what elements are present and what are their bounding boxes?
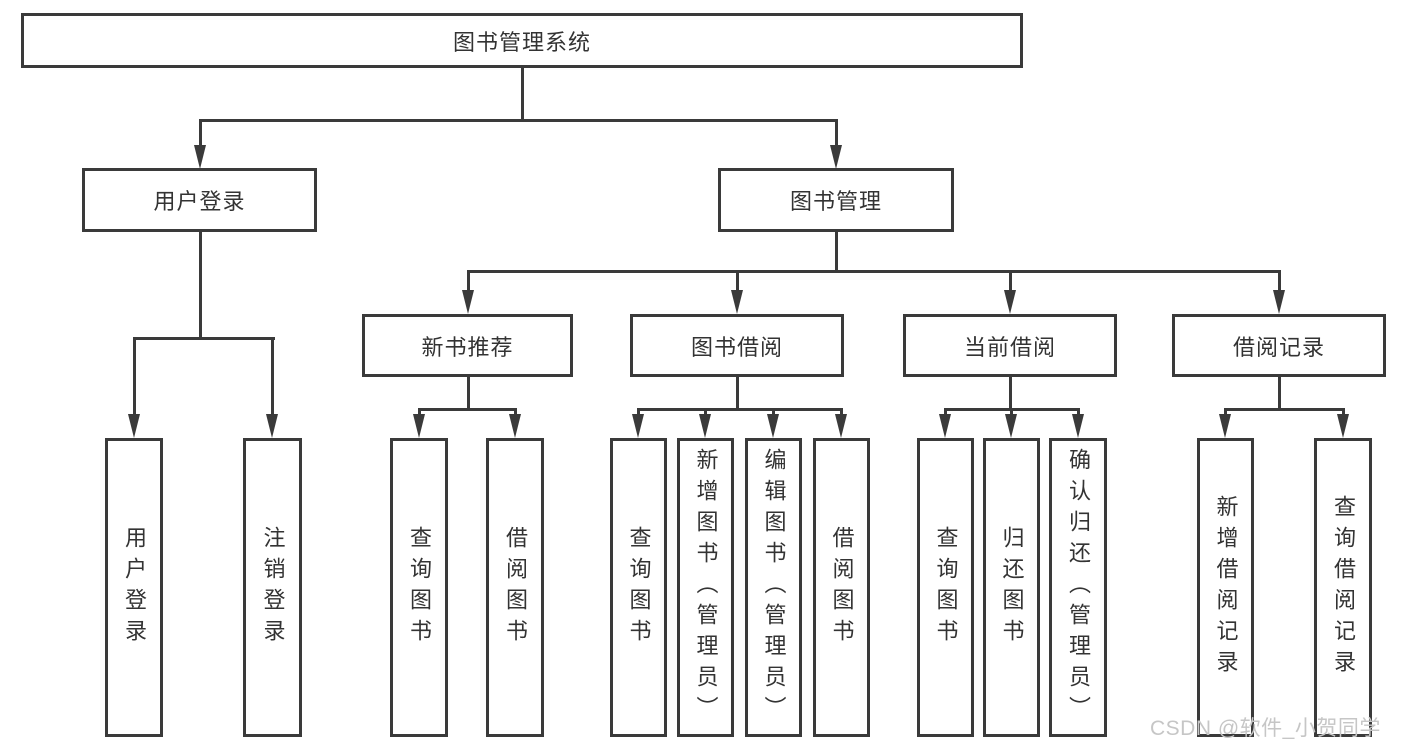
arrowhead-down-icon [412, 414, 425, 438]
arrowhead-down-icon [1336, 414, 1349, 438]
connector-shaft [1341, 408, 1345, 416]
connector-current-borrow-stem [1008, 377, 1012, 409]
connector-user-login-bus [132, 337, 275, 340]
arrowhead-down-icon [461, 290, 474, 314]
node-library-management-system: 图书管理系统 [21, 13, 1023, 68]
connector-shaft [417, 408, 421, 416]
connector-book-borrow-stem [735, 377, 739, 409]
connector-shaft [1277, 270, 1281, 292]
connector-shaft [1076, 408, 1080, 416]
leaf-user-login: 用户登录 [105, 438, 163, 737]
arrowhead-down-icon [835, 414, 847, 438]
arrowhead-down-icon [1219, 414, 1231, 438]
connector-root-bus [198, 119, 838, 122]
node-borrowing-records: 借阅记录 [1172, 314, 1386, 377]
connector-shaft [271, 337, 274, 415]
connector-shaft [637, 408, 640, 416]
connector-book-mgmt-bus [466, 270, 1281, 273]
arrowhead-down-icon [193, 145, 206, 169]
arrowhead-down-icon [632, 414, 644, 438]
leaf-return-books: 归还图书 [983, 438, 1040, 737]
connector-shaft [735, 270, 739, 292]
arrowhead-down-icon [1003, 290, 1016, 314]
connector-new-books-bus [417, 408, 517, 411]
arrowhead-down-icon [1071, 414, 1084, 438]
connector-book-mgmt-stem [834, 232, 838, 271]
leaf-add-books-admin: 新增图书（管理员） [677, 438, 734, 737]
arrowhead-down-icon [127, 414, 140, 438]
arrowhead-down-icon [266, 414, 278, 438]
connector-shaft [513, 408, 517, 416]
arrowhead-down-icon [699, 414, 711, 438]
node-new-book-recommendation: 新书推荐 [362, 314, 573, 377]
leaf-edit-books-admin: 编辑图书（管理员） [745, 438, 802, 737]
connector-borrow-records-stem [1277, 377, 1281, 409]
arrowhead-down-icon [1272, 290, 1285, 314]
leaf-query-books-recommend: 查询图书 [390, 438, 448, 737]
connector-shaft [944, 408, 947, 416]
node-book-borrowing: 图书借阅 [630, 314, 844, 377]
connector-shaft [704, 408, 707, 416]
connector-book-borrow-bus [637, 408, 843, 411]
connector-new-books-stem [466, 377, 470, 409]
leaf-query-books-current: 查询图书 [917, 438, 974, 737]
leaf-query-borrow-record: 查询借阅记录 [1314, 438, 1372, 737]
leaf-confirm-return-admin: 确认归还（管理员） [1049, 438, 1107, 737]
connector-root-stem [520, 68, 524, 120]
connector-shaft [466, 270, 470, 292]
connector-shaft [772, 408, 775, 416]
arrowhead-down-icon [730, 290, 743, 314]
arrowhead-down-icon [1005, 414, 1017, 438]
node-current-borrowing: 当前借阅 [903, 314, 1117, 377]
leaf-borrow-books-borrowing: 借阅图书 [813, 438, 870, 737]
connector-borrow-records-bus [1224, 408, 1345, 411]
connector-shaft [840, 408, 843, 416]
leaf-query-books-borrowing: 查询图书 [610, 438, 667, 737]
connector-shaft [1010, 408, 1013, 416]
node-book-management: 图书管理 [718, 168, 954, 232]
arrowhead-down-icon [508, 414, 521, 438]
connector-shaft [198, 119, 202, 147]
arrowhead-down-icon [829, 145, 842, 169]
leaf-add-borrow-record: 新增借阅记录 [1197, 438, 1254, 737]
node-user-login: 用户登录 [82, 168, 317, 232]
arrowhead-down-icon [939, 414, 951, 438]
leaf-borrow-books-recommend: 借阅图书 [486, 438, 544, 737]
connector-shaft [132, 337, 136, 415]
connector-shaft [1224, 408, 1227, 416]
connector-shaft [834, 119, 838, 147]
connector-user-login-stem [198, 232, 202, 338]
csdn-watermark: CSDN @软件_小贺同学 [1150, 717, 1381, 740]
arrowhead-down-icon [767, 414, 779, 438]
leaf-logout: 注销登录 [243, 438, 302, 737]
connector-shaft [1008, 270, 1012, 292]
